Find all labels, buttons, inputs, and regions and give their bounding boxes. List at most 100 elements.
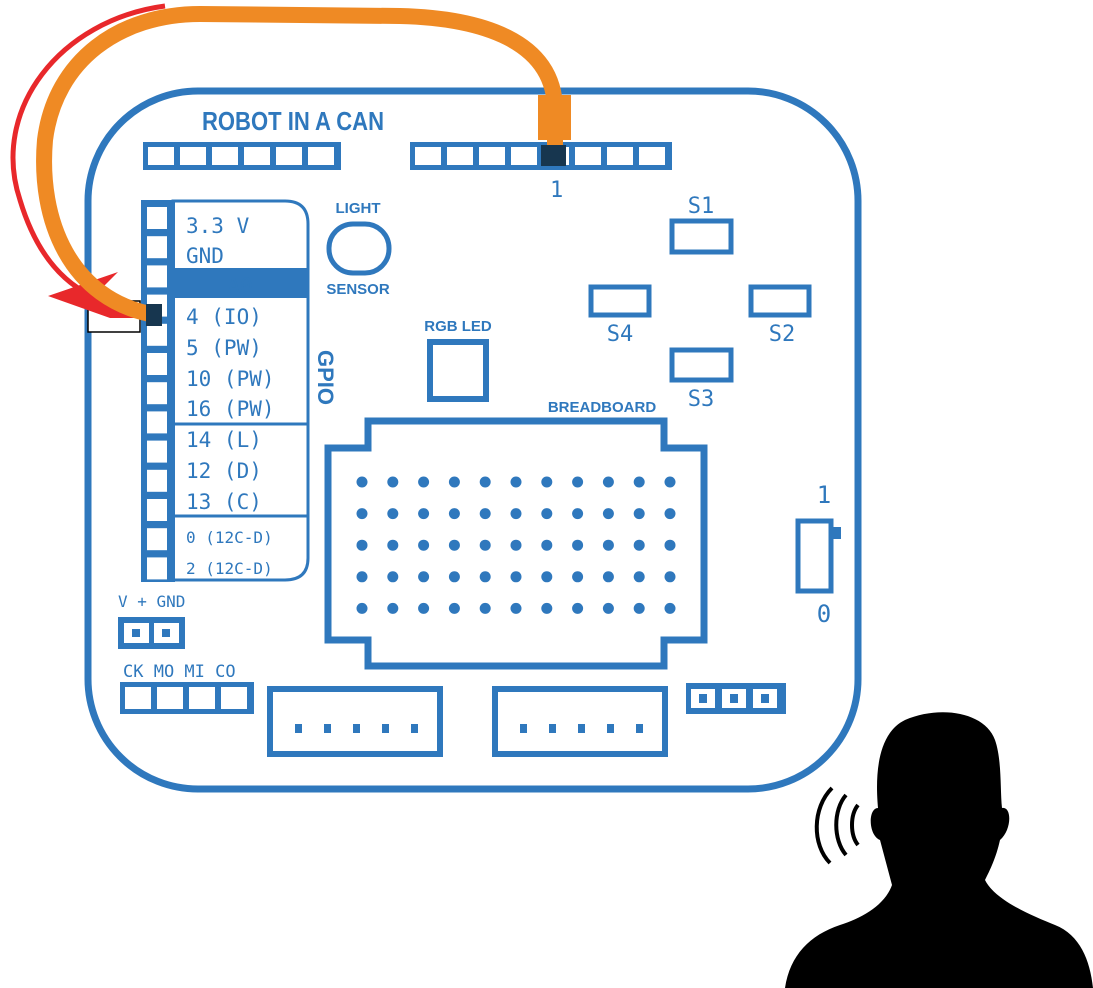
breadboard-hole — [633, 602, 645, 614]
breadboard-hole — [387, 539, 399, 551]
sound-waves-icon — [814, 786, 860, 865]
header-pin — [639, 147, 665, 165]
breadboard-hole — [448, 476, 460, 488]
toggle-on-label: 1 — [817, 481, 831, 509]
gpio-pin — [147, 207, 167, 229]
header-pin — [221, 687, 247, 709]
light-label: LIGHT — [336, 200, 381, 217]
breadboard-label: BREADBOARD — [548, 399, 657, 416]
breadboard-hole — [572, 476, 584, 488]
gpio-pin-label: 4 (IO) — [186, 305, 262, 329]
breadboard-hole — [356, 602, 368, 614]
gpio-pin-label: 2 (12C-D) — [186, 559, 273, 578]
gpio-pin-label: 16 (PW) — [186, 397, 275, 421]
breadboard-hole — [387, 508, 399, 520]
header-pin — [180, 147, 206, 165]
gpio-pin-label: 12 (D) — [186, 459, 262, 483]
breadboard-hole — [602, 476, 614, 488]
breadboard — [324, 417, 708, 670]
gpio-pin-label: 10 (PW) — [186, 367, 275, 391]
header-pin — [479, 147, 505, 165]
breadboard-hole — [418, 571, 430, 583]
breadboard-hole — [510, 476, 522, 488]
gpio-pins — [141, 200, 175, 582]
breadboard-hole — [541, 571, 553, 583]
breadboard-hole — [387, 602, 399, 614]
breadboard-hole — [602, 602, 614, 614]
toggle-off-label: 0 — [817, 600, 831, 628]
gpio-pin-label: A0 — [227, 274, 252, 298]
breadboard-hole — [479, 476, 491, 488]
toggle-tab — [831, 527, 841, 539]
breadboard-hole — [633, 508, 645, 520]
breadboard-hole — [633, 476, 645, 488]
spi-label: CK MO MI CO — [123, 662, 236, 682]
gpio-pin — [147, 382, 167, 405]
breadboard-hole — [448, 571, 460, 583]
orange-wire-plug — [538, 95, 571, 140]
breadboard-hole — [572, 508, 584, 520]
gpio-pin — [147, 323, 167, 346]
switch-s4 — [588, 284, 652, 318]
header-pin — [415, 147, 441, 165]
breadboard-hole — [448, 539, 460, 551]
breadboard-hole — [633, 539, 645, 551]
header-pin — [244, 147, 270, 165]
breadboard-hole — [541, 602, 553, 614]
breadboard-hole — [448, 508, 460, 520]
breadboard-hole — [664, 539, 676, 551]
gpio-pin — [147, 557, 167, 580]
breadboard-hole — [356, 571, 368, 583]
header-pin — [212, 147, 238, 165]
header-pin — [189, 687, 215, 709]
three-pin-header — [686, 683, 786, 714]
sensor-label: SENSOR — [326, 281, 390, 298]
gpio-pin — [147, 528, 167, 551]
switch-s3-label: S3 — [688, 387, 715, 412]
breadboard-hole — [510, 539, 522, 551]
breadboard-hole — [418, 508, 430, 520]
gpio-pin-label: 5 (PW) — [186, 336, 262, 360]
gpio-pin — [147, 440, 167, 463]
gpio-pin-label: GND — [186, 244, 224, 268]
switch-s1-label: S1 — [688, 194, 715, 219]
breadboard-hole — [602, 571, 614, 583]
left-header — [143, 142, 341, 170]
breadboard-hole — [479, 602, 491, 614]
breadboard-hole — [418, 476, 430, 488]
gpio-pin-label: 14 (L) — [186, 428, 262, 452]
switch-s1 — [669, 218, 734, 255]
connector-right — [492, 686, 668, 757]
gpio-pin — [147, 499, 167, 521]
switch-s4-label: S4 — [607, 322, 634, 347]
header-pin — [125, 687, 151, 709]
breadboard-hole — [356, 508, 368, 520]
active-pin-gpio — [146, 304, 162, 326]
breadboard-hole — [479, 571, 491, 583]
breadboard-hole — [664, 508, 676, 520]
header-pin-label: 1 — [550, 178, 563, 203]
breadboard-hole — [664, 571, 676, 583]
orange-wire — [36, 5, 563, 323]
gpio-pin — [147, 411, 167, 434]
breadboard-hole — [541, 476, 553, 488]
header-pin — [148, 147, 174, 165]
breadboard-hole — [633, 571, 645, 583]
red-wire — [10, 3, 166, 298]
breadboard-hole — [418, 602, 430, 614]
gpio-pin — [147, 353, 167, 375]
person-speaking-icon — [785, 712, 1093, 988]
gpio-pin-label: 3.3 V — [186, 214, 250, 238]
rgb-led-label: RGB LED — [424, 318, 492, 335]
gpio-pin-label: 0 (12C-D) — [186, 528, 273, 547]
breadboard-hole — [572, 539, 584, 551]
light-sensor — [326, 221, 392, 276]
header-pin — [447, 147, 473, 165]
breadboard-hole — [602, 539, 614, 551]
connector-left — [267, 686, 443, 757]
breadboard-hole — [664, 602, 676, 614]
gpio-pin-label: 13 (C) — [186, 490, 262, 514]
breadboard-holes — [356, 476, 676, 614]
gpio-pin — [147, 236, 167, 259]
